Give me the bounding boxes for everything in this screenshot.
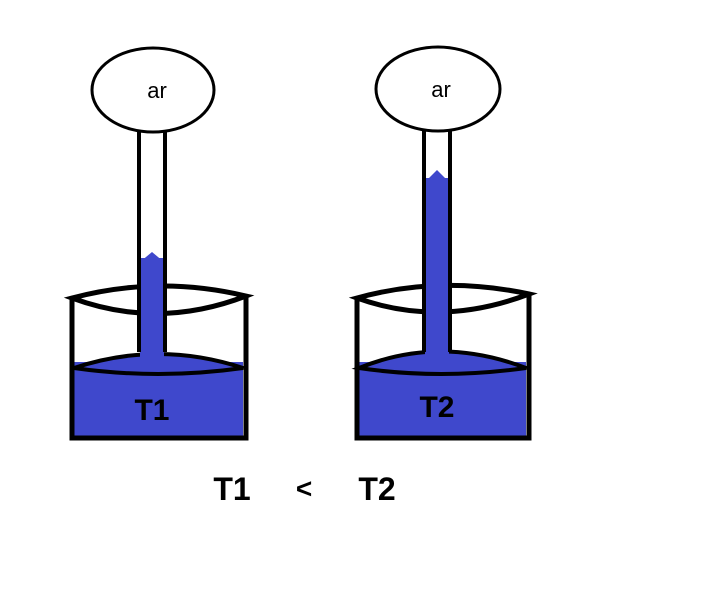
air-bulb <box>374 45 502 133</box>
air-bulb <box>90 46 216 134</box>
bulb-label: ar <box>431 77 451 102</box>
comparison-operator: < <box>296 473 312 504</box>
comparison-right: T2 <box>358 471 395 507</box>
bulb-label: ar <box>147 78 167 103</box>
beaker-rim <box>63 283 255 316</box>
comparison-left: T1 <box>213 471 250 507</box>
beaker-rim <box>348 282 538 315</box>
temperature-label: T2 <box>419 391 454 424</box>
beaker-outline <box>354 294 532 441</box>
tube-liquid-top <box>425 170 449 182</box>
temperature-label: T1 <box>134 394 169 427</box>
liquid-surface <box>73 352 244 376</box>
apparatus-left: ar T1 <box>63 46 255 441</box>
beaker-outline <box>69 296 249 441</box>
temperature-comparison: T1 < T2 <box>213 471 395 507</box>
apparatus-right: ar T2 <box>348 45 538 441</box>
tube-liquid-top <box>140 252 164 262</box>
liquid-surface <box>351 349 527 376</box>
